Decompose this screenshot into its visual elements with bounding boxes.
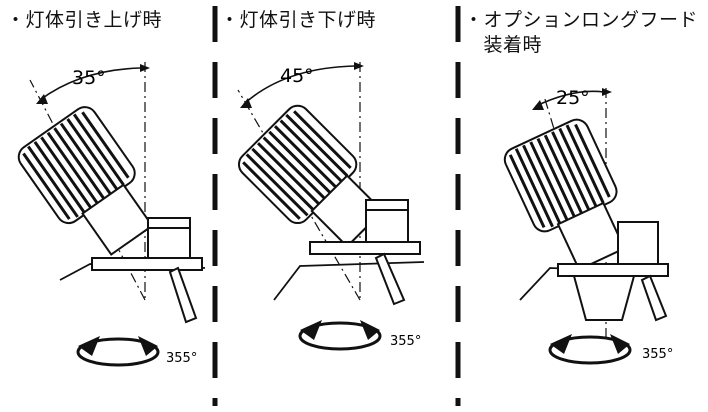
panel-caption: ・灯体引き上げ時 [6,9,163,31]
panel-lamp-lowered: ・灯体引き下げ時 45° 355° [214,0,454,412]
tilt-angle-label: 45° [280,65,314,87]
downlight-illustration: 25° 355° [503,87,673,365]
panel-caption: ・オプションロングフード 装着時 [464,9,699,56]
downlight-illustration: 45° 355° [237,62,425,351]
panel-caption: ・灯体引き下げ時 [220,9,377,31]
panel-long-hood: ・オプションロングフード 装着時 25° 355° [454,0,708,412]
rotation-angle-label: 355° [642,347,673,362]
downlight-illustration: 35° 355° [17,62,206,367]
panel-lamp-raised: ・灯体引き上げ時 35° [0,0,214,412]
rotation-angle-label: 355° [390,334,421,349]
rotation-angle-label: 355° [166,351,197,366]
tilt-angle-label: 35° [72,67,106,89]
tilt-angle-label: 25° [556,87,590,109]
